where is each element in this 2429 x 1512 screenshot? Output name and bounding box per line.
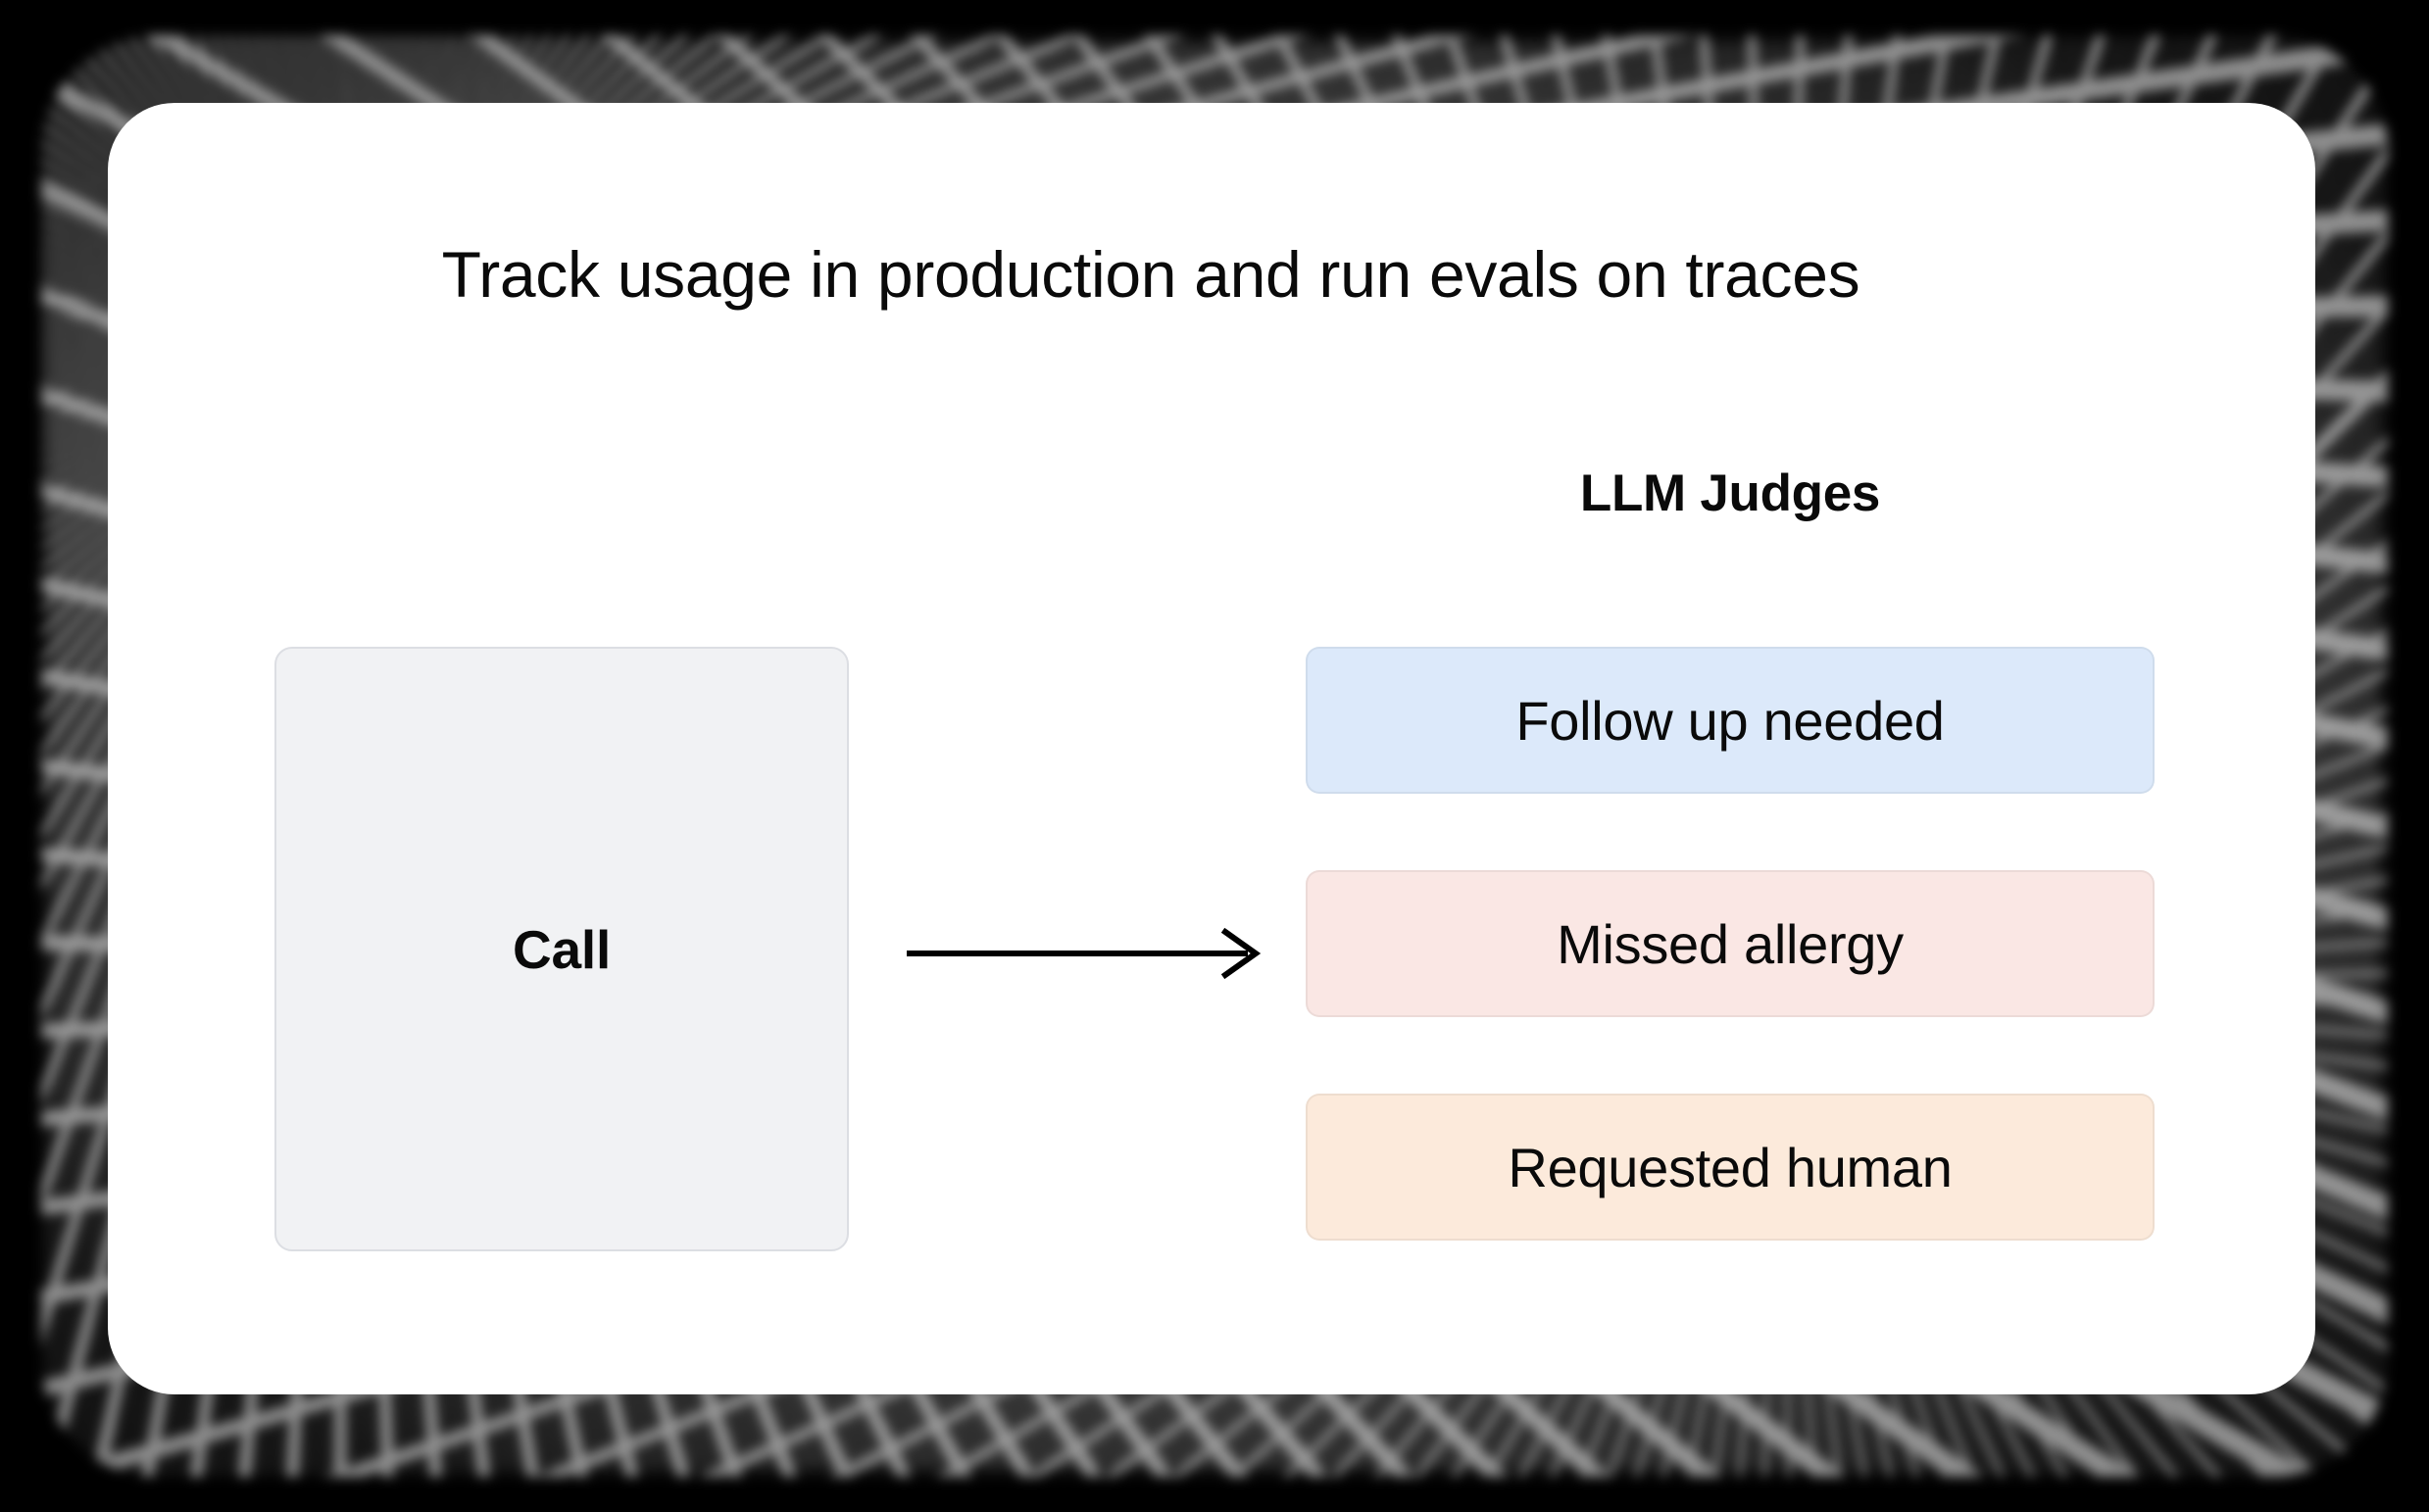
- judge-box-requested-human[interactable]: Requested human: [1306, 1094, 2155, 1241]
- llm-judges-list: Follow up needed Missed allergy Requeste…: [1306, 647, 2155, 1241]
- judge-box-follow-up-needed[interactable]: Follow up needed: [1306, 647, 2155, 794]
- llm-judges-heading: LLM Judges: [1579, 464, 1881, 522]
- arrow-right-icon: [907, 927, 1262, 980]
- slide-card: Track usage in production and run evals …: [108, 103, 2315, 1394]
- call-node[interactable]: Call: [274, 647, 849, 1251]
- judge-label: Follow up needed: [1515, 689, 1945, 752]
- judge-box-missed-allergy[interactable]: Missed allergy: [1306, 870, 2155, 1017]
- page-title: Track usage in production and run evals …: [441, 238, 1860, 311]
- judge-label: Missed allergy: [1557, 912, 1904, 975]
- judge-label: Requested human: [1508, 1136, 1953, 1198]
- call-node-label: Call: [512, 918, 612, 980]
